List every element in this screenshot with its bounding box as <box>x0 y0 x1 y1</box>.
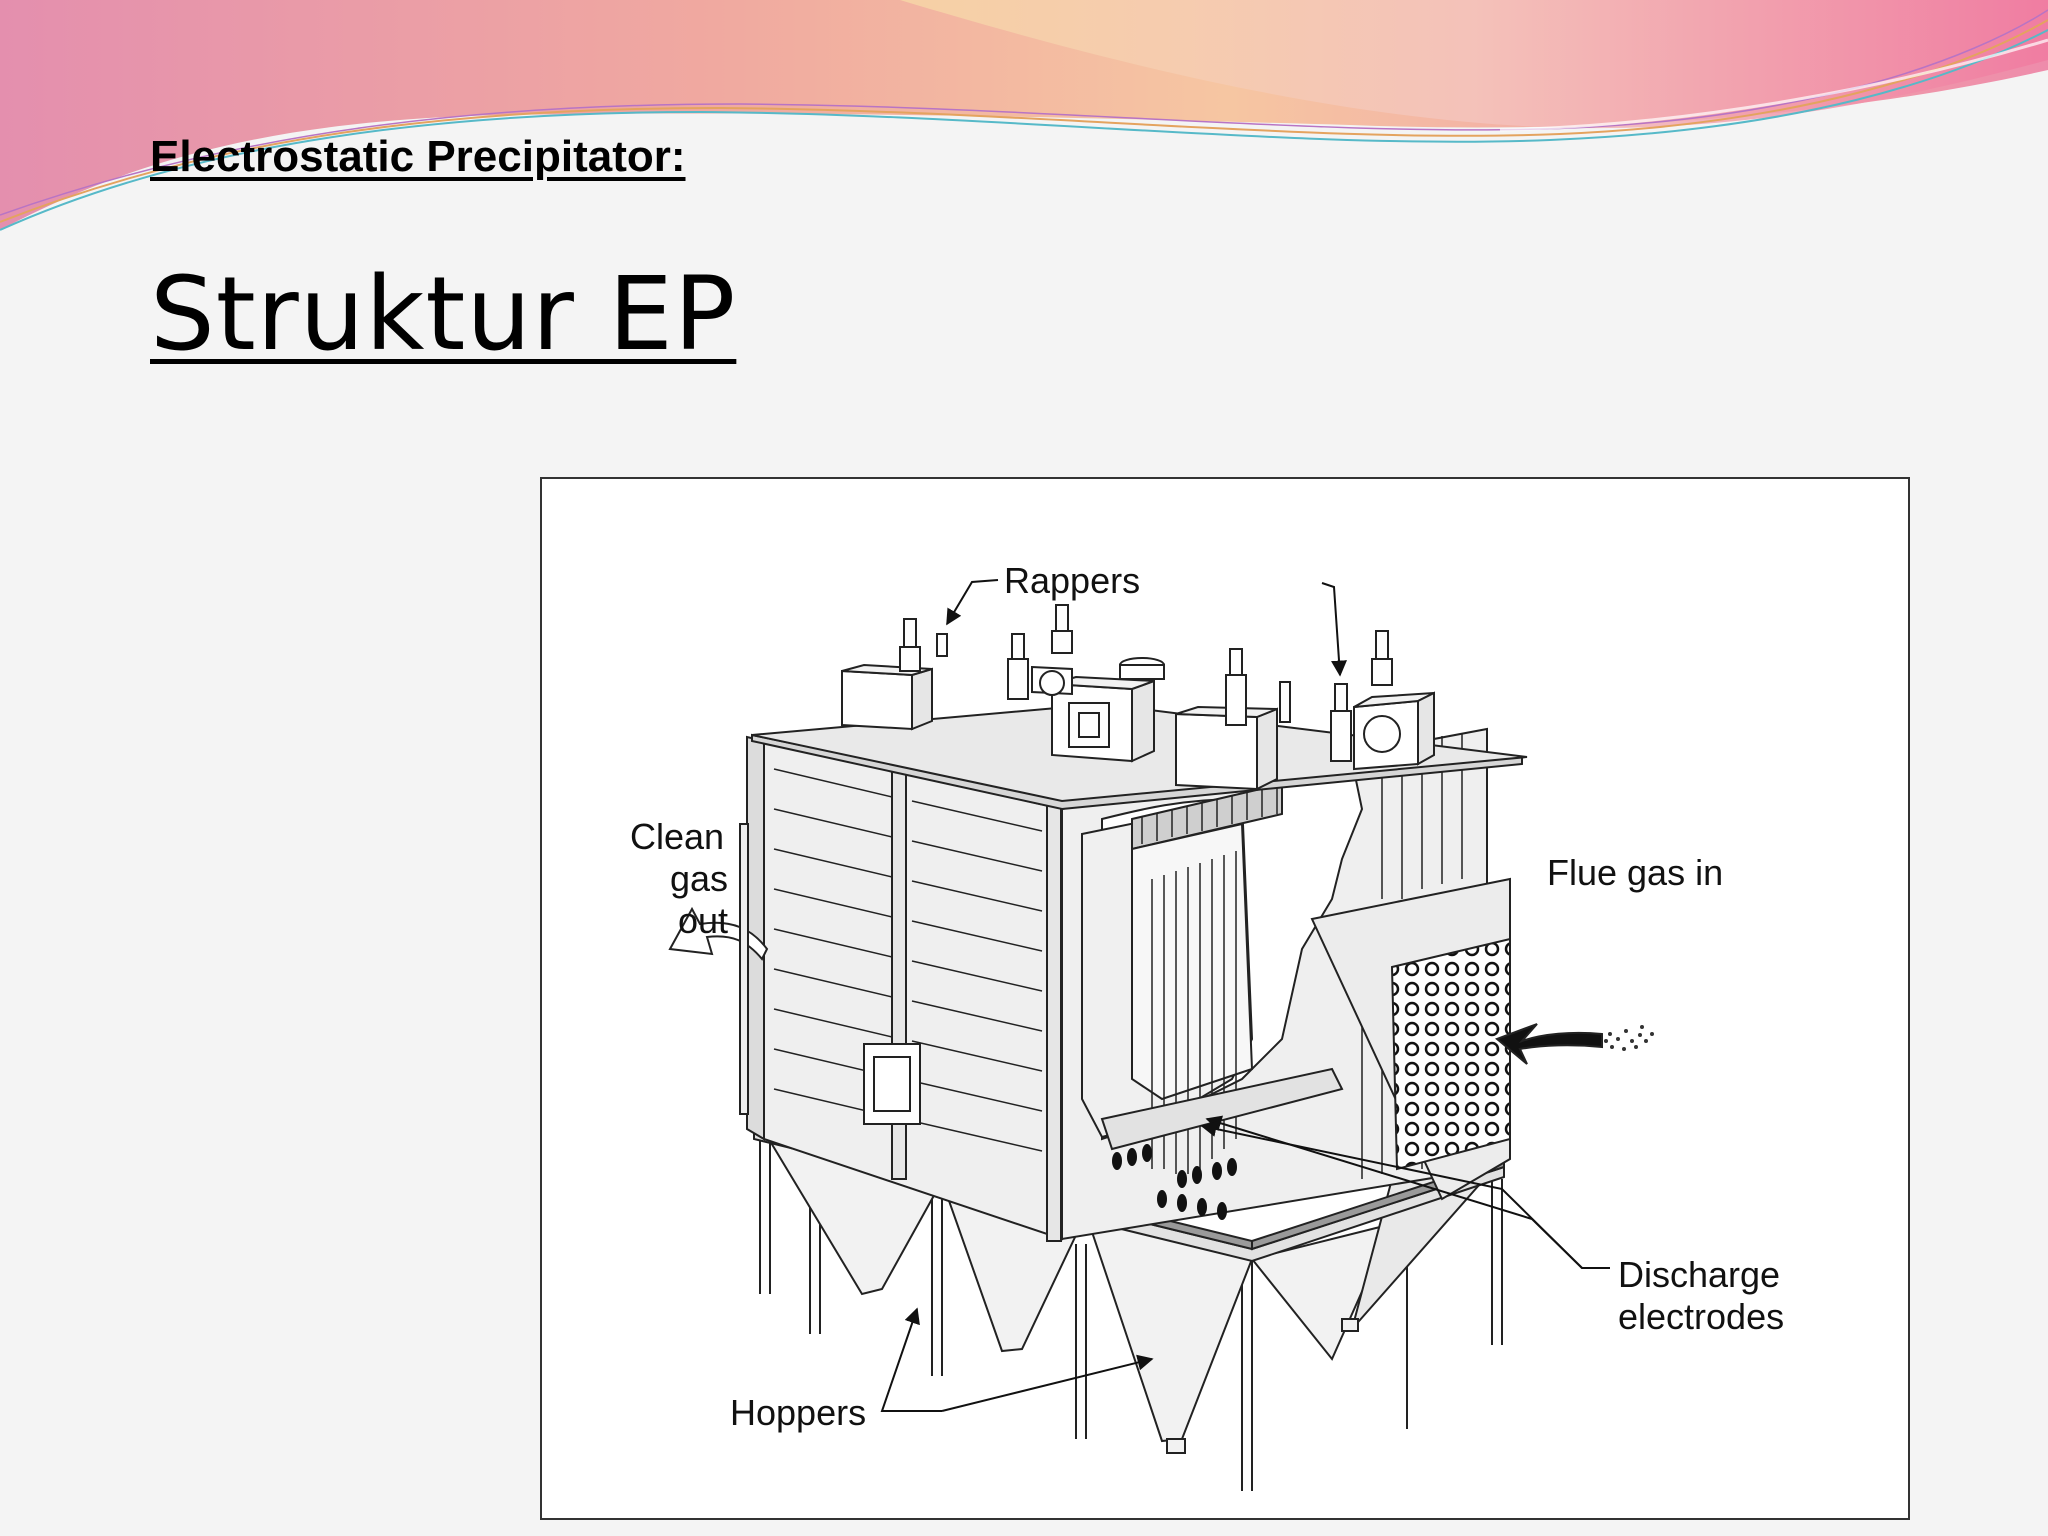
gas-inlet-nozzle <box>1310 877 1511 1201</box>
roof-equipment <box>841 604 1435 791</box>
access-door <box>863 1043 921 1125</box>
outlet-flange <box>739 823 749 1115</box>
esp-diagram: Rappers Clean gas out Flue gas in Discha… <box>630 560 1784 1491</box>
label-hoppers: Hoppers <box>730 1392 866 1433</box>
esp-diagram-figure: Rappers Clean gas out Flue gas in Discha… <box>540 477 1910 1520</box>
slide-title: Struktur EP <box>150 255 737 374</box>
casing-panel-lines <box>773 768 1043 1152</box>
flue-gas-arrow <box>1495 1023 1654 1065</box>
label-rappers: Rappers <box>1004 560 1140 601</box>
slide-heading: Electrostatic Precipitator: <box>150 132 686 181</box>
label-clean-line3: out <box>678 900 728 941</box>
cutaway-interior <box>1081 759 1364 1220</box>
label-clean-line2: gas <box>670 858 728 899</box>
label-leaders <box>880 579 1610 1412</box>
label-flue-gas-in: Flue gas in <box>1547 852 1723 893</box>
label-clean-line1: Clean <box>630 816 724 857</box>
electrode-weights <box>1112 1144 1237 1220</box>
label-discharge-line2: electrodes <box>1618 1296 1784 1337</box>
label-discharge-line1: Discharge <box>1618 1254 1780 1295</box>
clean-gas-arrow <box>668 906 769 961</box>
